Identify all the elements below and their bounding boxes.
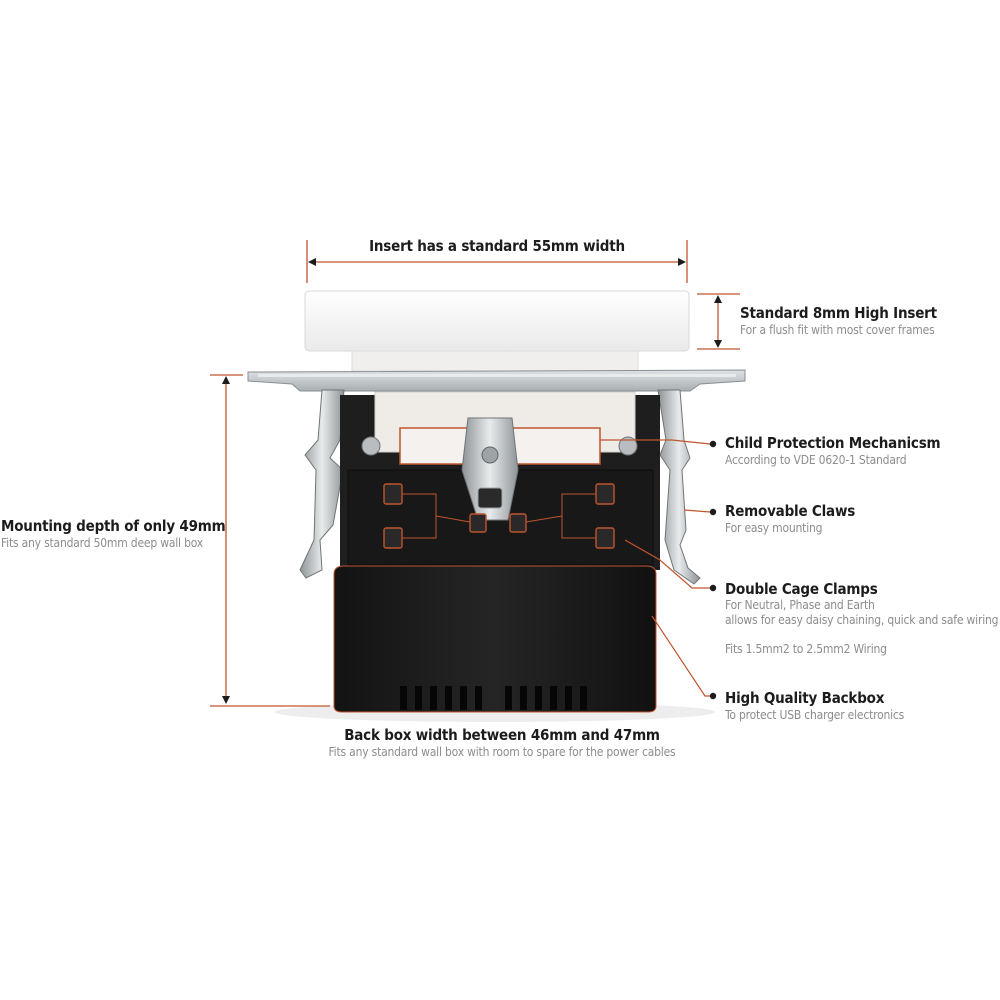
bottom-callout-title: Back box width between 46mm and 47mm	[344, 726, 660, 744]
right-claw	[657, 389, 701, 585]
clamps-callout-subtitle-2: allows for easy daisy chaining, quick an…	[725, 613, 999, 627]
leader-lines	[600, 439, 712, 697]
clamps-callout-subtitle-3: Fits 1.5mm2 to 2.5mm2 Wiring	[725, 642, 887, 656]
socket-body	[340, 391, 660, 570]
left-claw	[299, 389, 345, 579]
depth-callout-title: Mounting depth of only 49mm	[1, 517, 226, 535]
bottom-callout-subtitle: Fits any standard wall box with room to …	[328, 745, 676, 759]
insert-block	[304, 290, 690, 372]
backbox-callout-title: High Quality Backbox	[725, 689, 885, 707]
clamps-callout-subtitle-1: For Neutral, Phase and Earth	[725, 598, 875, 612]
depth-dimension	[210, 374, 330, 707]
height-callout-title: Standard 8mm High Insert	[740, 304, 937, 322]
clamps-callout-title: Double Cage Clamps	[725, 580, 878, 598]
claws-callout-title: Removable Claws	[725, 502, 856, 520]
socket-device	[247, 290, 746, 722]
backbox-callout-subtitle: To protect USB charger electronics	[725, 708, 905, 722]
child-protection-title: Child Protection Mechanicsm	[725, 434, 941, 452]
depth-callout-subtitle: Fits any standard 50mm deep wall box	[1, 536, 203, 550]
mounting-plate	[247, 369, 746, 392]
height-dimension	[697, 293, 740, 350]
claws-callout-subtitle: For easy mounting	[725, 521, 823, 535]
child-protection-subtitle: According to VDE 0620-1 Standard	[725, 453, 907, 467]
leader-dots	[709, 440, 717, 700]
width-callout-title: Insert has a standard 55mm width	[369, 237, 625, 255]
backbox	[333, 565, 657, 713]
width-dimension	[306, 240, 688, 283]
height-callout-subtitle: For a flush fit with most cover frames	[740, 323, 935, 337]
